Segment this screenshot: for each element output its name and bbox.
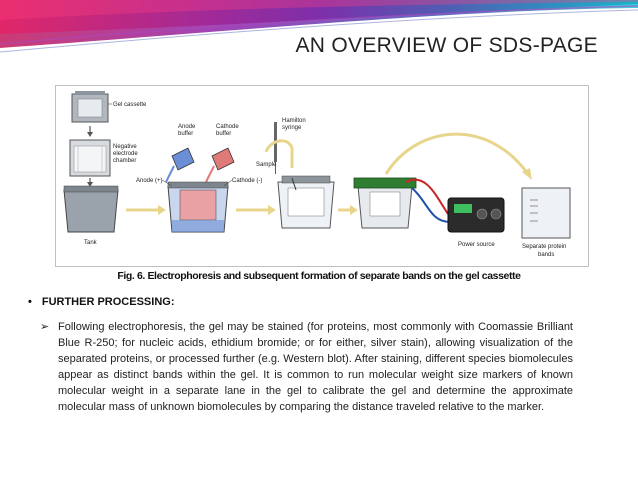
label-sample: Sample (256, 162, 277, 168)
bullet-icon: • (28, 296, 32, 308)
tank-with-buffer-illustration (167, 181, 229, 233)
label-negative-electrode-3: chamber (113, 158, 136, 164)
electrode-chamber-illustration (69, 139, 111, 177)
bullet-heading-text: FURTHER PROCESSING: (41, 296, 175, 308)
label-tank: Tank (84, 240, 98, 246)
label-negative-electrode-1: Negative (113, 144, 137, 150)
body-paragraph-text: Following electrophoresis, the gel may b… (58, 321, 573, 413)
bullet-heading: • FURTHER PROCESSING: (28, 296, 174, 308)
label-separate-bands-1: Separate protein (522, 244, 566, 250)
decorative-header-banner (0, 0, 638, 60)
anode-buffer-beaker (165, 147, 195, 183)
arrow-bullet-icon: ➢ (40, 321, 50, 333)
label-hamilton-2: syringe (282, 125, 302, 131)
loaded-tank-illustration (277, 175, 335, 229)
label-anode-buffer-1: Anode (178, 124, 196, 130)
power-source-illustration (447, 197, 505, 233)
label-negative-electrode-2: electrode (113, 151, 138, 157)
separated-bands-cassette (521, 187, 571, 239)
tank-with-lid-illustration (353, 177, 417, 229)
label-power-source: Power source (458, 242, 495, 248)
label-cathode: Cathode (-) (232, 178, 262, 184)
label-anode-buffer-2: buffer (178, 131, 193, 137)
label-cathode-buffer-2: buffer (216, 131, 231, 137)
cathode-buffer-beaker (205, 147, 235, 183)
label-hamilton-1: Hamilton (282, 118, 306, 124)
label-gel-cassette: Gel cassette (113, 102, 147, 108)
label-separate-bands-2: bands (538, 252, 554, 258)
tank-illustration (63, 185, 119, 233)
label-cathode-buffer-1: Cathode (216, 124, 239, 130)
body-paragraph: ➢ Following electrophoresis, the gel may… (40, 319, 573, 415)
figure-caption: Fig. 6. Electrophoresis and subsequent f… (117, 270, 521, 282)
slide-title: AN OVERVIEW OF SDS-PAGE (295, 34, 598, 57)
gel-cassette-illustration (71, 91, 109, 123)
electrophoresis-figure: Gel cassette Negative electrode chamber … (55, 85, 589, 267)
label-anode: Anode (+) (136, 178, 163, 184)
